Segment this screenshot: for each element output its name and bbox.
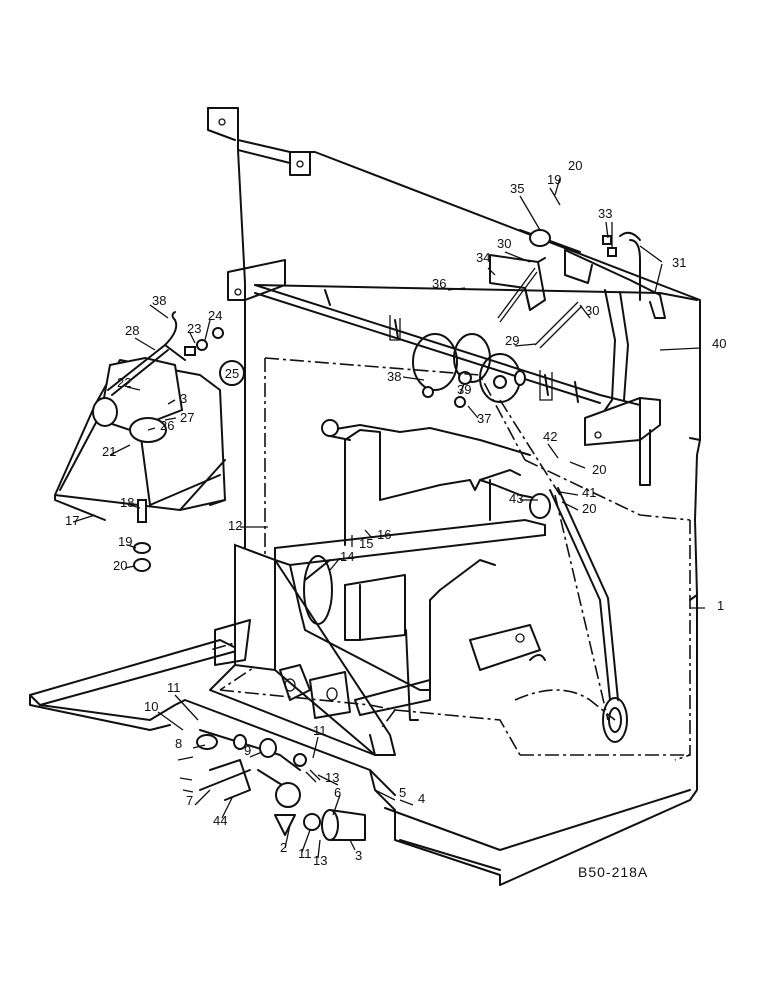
handwheel-assembly xyxy=(529,487,628,743)
part-label: 11 xyxy=(313,723,327,738)
lower-linkage-parts xyxy=(177,729,366,859)
part-label: 42 xyxy=(543,429,557,444)
part-label: 20 xyxy=(568,158,582,173)
part-label: 13 xyxy=(325,770,339,785)
part-label: 28 xyxy=(125,323,139,338)
part-label: 10 xyxy=(144,699,158,714)
part-label: 29 xyxy=(505,333,519,348)
spring-assembly xyxy=(412,333,526,408)
part-label: 36 xyxy=(432,276,446,291)
part-label: 27 xyxy=(180,410,194,425)
part-label: 3 xyxy=(180,391,187,406)
part-label: 33 xyxy=(598,206,612,221)
part-label: 11 xyxy=(298,846,312,861)
part-label: 38 xyxy=(387,369,401,384)
part-label: 4 xyxy=(418,791,425,806)
part-label: 8 xyxy=(175,736,182,751)
left-box-assembly xyxy=(54,311,226,572)
drawing-code: B50-218A xyxy=(578,864,648,880)
part-label: 20 xyxy=(592,462,606,477)
part-label: 26 xyxy=(160,418,174,433)
main-casting xyxy=(209,419,551,756)
part-label: 41 xyxy=(582,485,596,500)
callout-number: 25 xyxy=(225,366,239,381)
part-label: 39 xyxy=(457,382,471,397)
part-label: 15 xyxy=(359,536,373,551)
front-plates xyxy=(214,619,541,719)
part-label: 6 xyxy=(334,785,341,800)
part-label: 1 xyxy=(717,598,724,613)
hidden-frame-lines xyxy=(209,357,691,761)
part-label: 22 xyxy=(117,375,131,390)
part-label: 13 xyxy=(313,853,327,868)
part-label: 38 xyxy=(152,293,166,308)
back-plate xyxy=(237,149,701,601)
top-mounting-bracket xyxy=(207,107,701,441)
part-label: 9 xyxy=(244,743,251,758)
part-label: 17 xyxy=(65,513,79,528)
right-block xyxy=(584,397,661,446)
part-label: 2 xyxy=(280,840,287,855)
part-label: 20 xyxy=(582,501,596,516)
part-label: 12 xyxy=(228,518,242,533)
base-pan xyxy=(29,594,698,886)
part-label: 19 xyxy=(547,172,561,187)
part-label: 35 xyxy=(510,181,524,196)
part-label: 44 xyxy=(213,813,227,828)
part-label: 19 xyxy=(118,534,132,549)
control-shaft xyxy=(254,284,641,406)
part-label: 14 xyxy=(340,549,354,564)
part-label: 18 xyxy=(120,495,134,510)
part-label: 24 xyxy=(208,308,222,323)
part-label: 21 xyxy=(102,444,116,459)
part-label: 16 xyxy=(377,527,391,542)
upper-left-bracket xyxy=(227,259,286,301)
part-label: 11 xyxy=(167,680,181,695)
part-label: 7 xyxy=(186,793,193,808)
part-label: 30 xyxy=(585,303,599,318)
part-label: 23 xyxy=(187,321,201,336)
part-label: 30 xyxy=(497,236,511,251)
upper-lever-assembly xyxy=(519,229,666,486)
part-label: 3 xyxy=(355,848,362,863)
callout-circle: 25 xyxy=(219,360,245,386)
leader-lines xyxy=(72,177,705,853)
part-label: 43 xyxy=(509,491,523,506)
bracket-34 xyxy=(489,254,583,349)
part-label: 31 xyxy=(672,255,686,270)
part-label: 37 xyxy=(477,411,491,426)
part-label: 5 xyxy=(399,785,406,800)
part-label: 34 xyxy=(476,250,490,265)
part-label: 40 xyxy=(712,336,726,351)
part-label: 20 xyxy=(113,558,127,573)
